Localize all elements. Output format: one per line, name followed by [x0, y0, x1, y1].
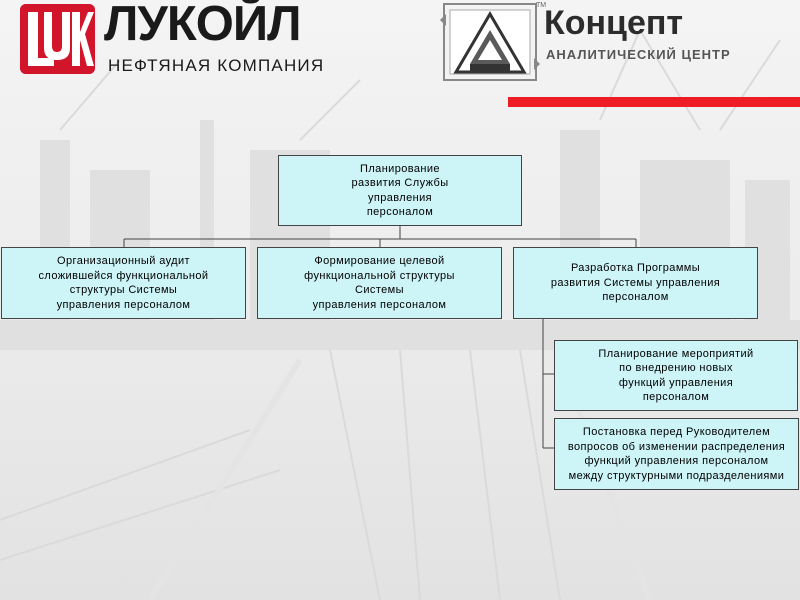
level1-box-audit: Организационный аудит сложившейся функци…: [1, 247, 246, 319]
koncept-tagline: АНАЛИТИЧЕСКИЙ ЦЕНТР: [546, 47, 731, 62]
lukoil-tagline: НЕФТЯНАЯ КОМПАНИЯ: [108, 56, 325, 75]
level1-box-target-structure: Формирование целевой функциональной стру…: [257, 247, 502, 319]
trademark-mark: TM: [536, 2, 547, 9]
lukoil-logo: ЛУКОЙЛ НЕФТЯНАЯ КОМПАНИЯ: [20, 0, 360, 82]
level1-box-program: Разработка Программы развития Системы уп…: [513, 247, 758, 319]
level2-box-planning-measures: Планирование мероприятий по внедрению но…: [554, 340, 798, 411]
lukoil-emblem-icon: [20, 4, 95, 74]
root-box: Планирование развития Службы управления …: [278, 155, 522, 226]
lukoil-wordmark: ЛУКОЙЛ: [104, 0, 301, 51]
accent-bar: [508, 97, 800, 107]
koncept-logo: TM Концепт АНАЛИТИЧЕСКИЙ ЦЕНТР: [440, 0, 790, 92]
level2-box-questions: Постановка перед Руководителем вопросов …: [554, 418, 799, 490]
koncept-wordmark: Концепт: [544, 4, 684, 42]
koncept-emblem-icon: [440, 0, 540, 84]
